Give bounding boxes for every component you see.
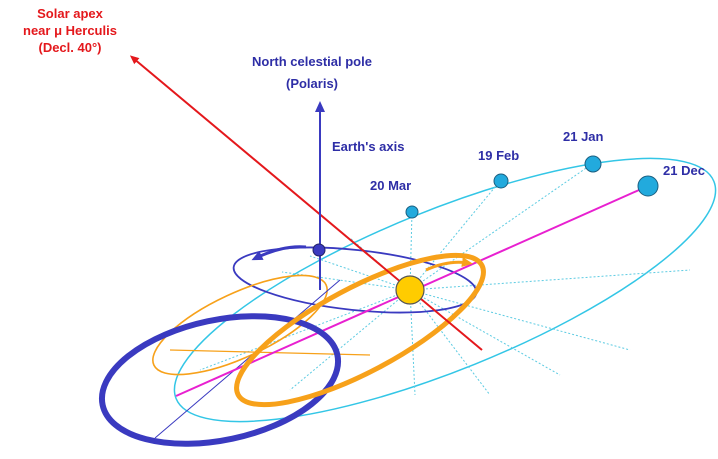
solar-apex-label: Solar apex near μ Herculis (Decl. 40°) [23, 6, 117, 55]
precession-arrow [251, 245, 307, 261]
node-20-mar [405, 205, 419, 219]
solar-apex-line-2: near μ Herculis [23, 23, 117, 38]
sun [395, 275, 425, 305]
orange-orbit-thick [234, 252, 486, 408]
date-21-jan: 21 Jan [563, 129, 604, 144]
orbit-direction-arrow [425, 257, 473, 272]
solar-apex-line-1: Solar apex [37, 6, 104, 21]
north-pole-line-2: (Polaris) [286, 76, 338, 91]
date-19-feb: 19 Feb [478, 148, 519, 163]
blue-axis-line [154, 279, 341, 439]
equator-ring-large [98, 313, 342, 447]
date-20-mar: 20 Mar [370, 178, 411, 193]
earth-axis-label: Earth's axis [332, 139, 404, 154]
north-pole-label: North celestial pole (Polaris) [252, 54, 372, 91]
node-21-dec [637, 175, 659, 197]
node-19-feb [493, 173, 509, 189]
date-21-dec: 21 Dec [663, 163, 705, 178]
node-21-jan [584, 155, 602, 173]
solar-apex-line-3: (Decl. 40°) [38, 40, 101, 55]
solar-apex-arrow [129, 55, 483, 351]
north-pole-line-1: North celestial pole [252, 54, 372, 69]
pole-node [312, 243, 326, 257]
